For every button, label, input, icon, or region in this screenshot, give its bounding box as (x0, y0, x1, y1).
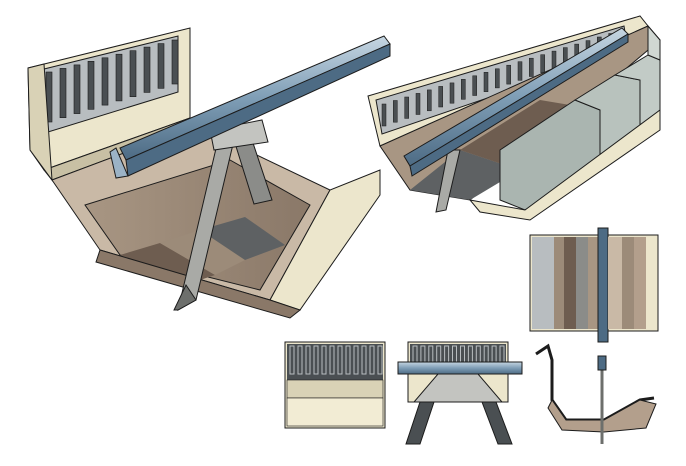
mesh-slat (461, 79, 466, 100)
plan-band (588, 237, 598, 329)
mesh-slat (115, 53, 123, 102)
front-view (284, 341, 386, 429)
floor-stripe (410, 150, 520, 200)
perspective-far-view (367, 15, 661, 221)
mesh-slat (381, 103, 387, 127)
mesh-slat (157, 43, 165, 89)
mesh-slat (438, 86, 443, 108)
mesh-slat (305, 345, 311, 375)
section-rail (397, 361, 523, 375)
front-lip (468, 109, 661, 221)
plan-mesh (532, 237, 554, 329)
guide-rail-side (409, 33, 629, 177)
mesh-slat (337, 345, 343, 375)
mesh-slat (171, 39, 179, 85)
section-stand-leg-left (405, 401, 435, 445)
plan-rail (597, 227, 609, 343)
plan-view (529, 227, 659, 343)
guide-rail (109, 35, 391, 179)
mesh-slat (59, 68, 67, 119)
plan-band (634, 237, 646, 329)
plan-band (564, 237, 576, 329)
floor-stripe (200, 217, 285, 260)
plan-band (576, 237, 588, 329)
mesh-slat (472, 75, 477, 96)
mesh-slat (415, 93, 421, 115)
section-stand-leg-right (481, 401, 513, 445)
mesh-slat (517, 61, 523, 81)
mesh-slat (506, 64, 511, 85)
mesh-slat (297, 345, 303, 375)
mesh-slat (101, 57, 109, 106)
mesh-slat (129, 50, 137, 98)
mesh-slat (404, 96, 409, 119)
plan-band (608, 237, 622, 329)
a-frame-stand (435, 149, 461, 213)
mesh-slat (321, 345, 327, 375)
plan-band (646, 237, 656, 329)
mesh-slat (495, 68, 500, 89)
mesh-slat (449, 82, 455, 104)
mesh-slat (427, 89, 432, 112)
front-liner (286, 379, 384, 399)
mesh-slat (313, 345, 319, 375)
mesh-slat (393, 100, 398, 123)
plan-band (622, 237, 634, 329)
mesh-slat (73, 64, 81, 114)
mesh-slat (483, 72, 489, 92)
mesh-slat (377, 345, 383, 375)
mesh-slat (540, 54, 545, 73)
mesh-slat (87, 60, 95, 110)
profile-bed (547, 399, 657, 433)
section-view (397, 341, 523, 445)
perspective-near-view (27, 27, 391, 319)
mesh-filter (39, 35, 179, 133)
mesh-slat (143, 46, 151, 93)
plan-band (554, 237, 564, 329)
mesh-slat (369, 345, 375, 375)
mesh-slat (345, 345, 351, 375)
mesh-slat (551, 50, 557, 70)
front-base (286, 397, 384, 427)
profile-rail (597, 355, 607, 371)
mesh-slat (353, 345, 359, 375)
front-mesh (287, 344, 383, 380)
mesh-slat (329, 345, 335, 375)
mesh-slat (289, 345, 295, 375)
mesh-slat (529, 57, 534, 77)
section-stand (412, 373, 504, 403)
profile-view (535, 343, 657, 444)
mesh-slat (361, 345, 367, 375)
